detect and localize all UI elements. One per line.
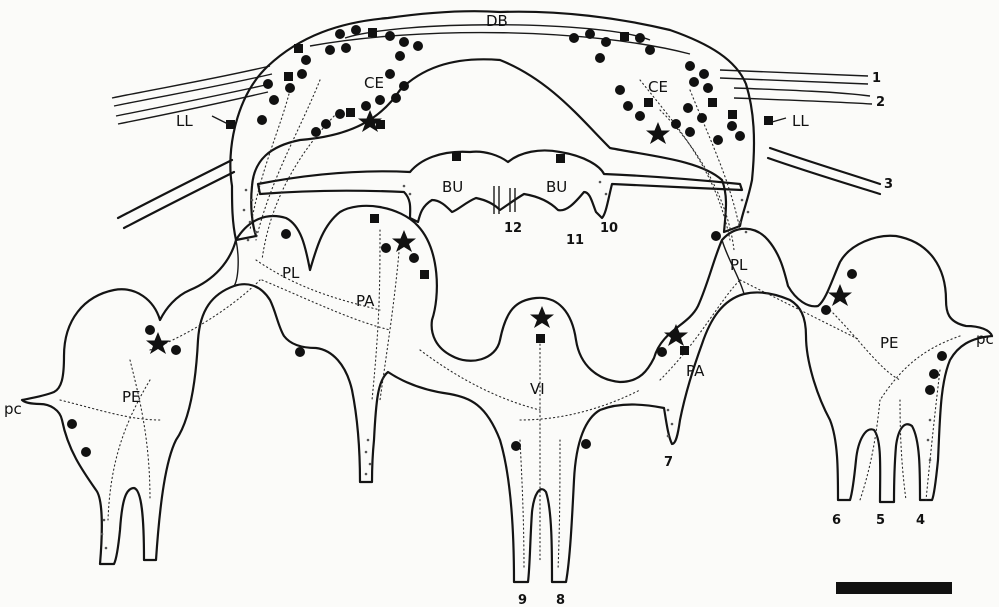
label-pc-left: pc: [4, 400, 22, 418]
nerve-number-2: 2: [876, 95, 885, 110]
label-pe-left: PE: [122, 388, 141, 406]
label-pa-right: PA: [686, 362, 705, 380]
label-pe-right: PE: [880, 334, 899, 352]
nerve-number-1: 1: [872, 71, 881, 86]
nerve-number-10: 10: [600, 221, 618, 236]
label-pl-right: PL: [730, 256, 748, 274]
label-vi: VI: [530, 380, 545, 398]
lower-ganglion-ring: [22, 206, 992, 582]
scale-bar: [836, 582, 952, 594]
nerve-bundle-right: [720, 70, 880, 194]
nerve-number-8: 8: [556, 593, 565, 607]
label-ll-right: LL: [792, 112, 809, 130]
nerve-number-5: 5: [876, 513, 885, 528]
nerve-number-4: 4: [916, 513, 925, 528]
nerve-number-9: 9: [518, 593, 527, 607]
label-pa-left: PA: [356, 292, 375, 310]
label-bu-right: BU: [546, 178, 567, 196]
buccal-ganglia: [258, 150, 742, 222]
nerve-number-6: 6: [832, 513, 841, 528]
label-ce-right: CE: [648, 78, 668, 96]
nerve-number-3: 3: [884, 177, 893, 192]
label-ll-left: LL: [176, 112, 193, 130]
label-ce-left: CE: [364, 74, 384, 92]
nerve-number-7: 7: [664, 455, 673, 470]
nerve-number-12: 12: [504, 221, 522, 236]
label-pl-left: PL: [282, 264, 300, 282]
label-bu-left: BU: [442, 178, 463, 196]
label-pc-right: pc: [976, 330, 994, 348]
label-db: DB: [486, 12, 508, 30]
nerve-number-11: 11: [566, 233, 584, 248]
